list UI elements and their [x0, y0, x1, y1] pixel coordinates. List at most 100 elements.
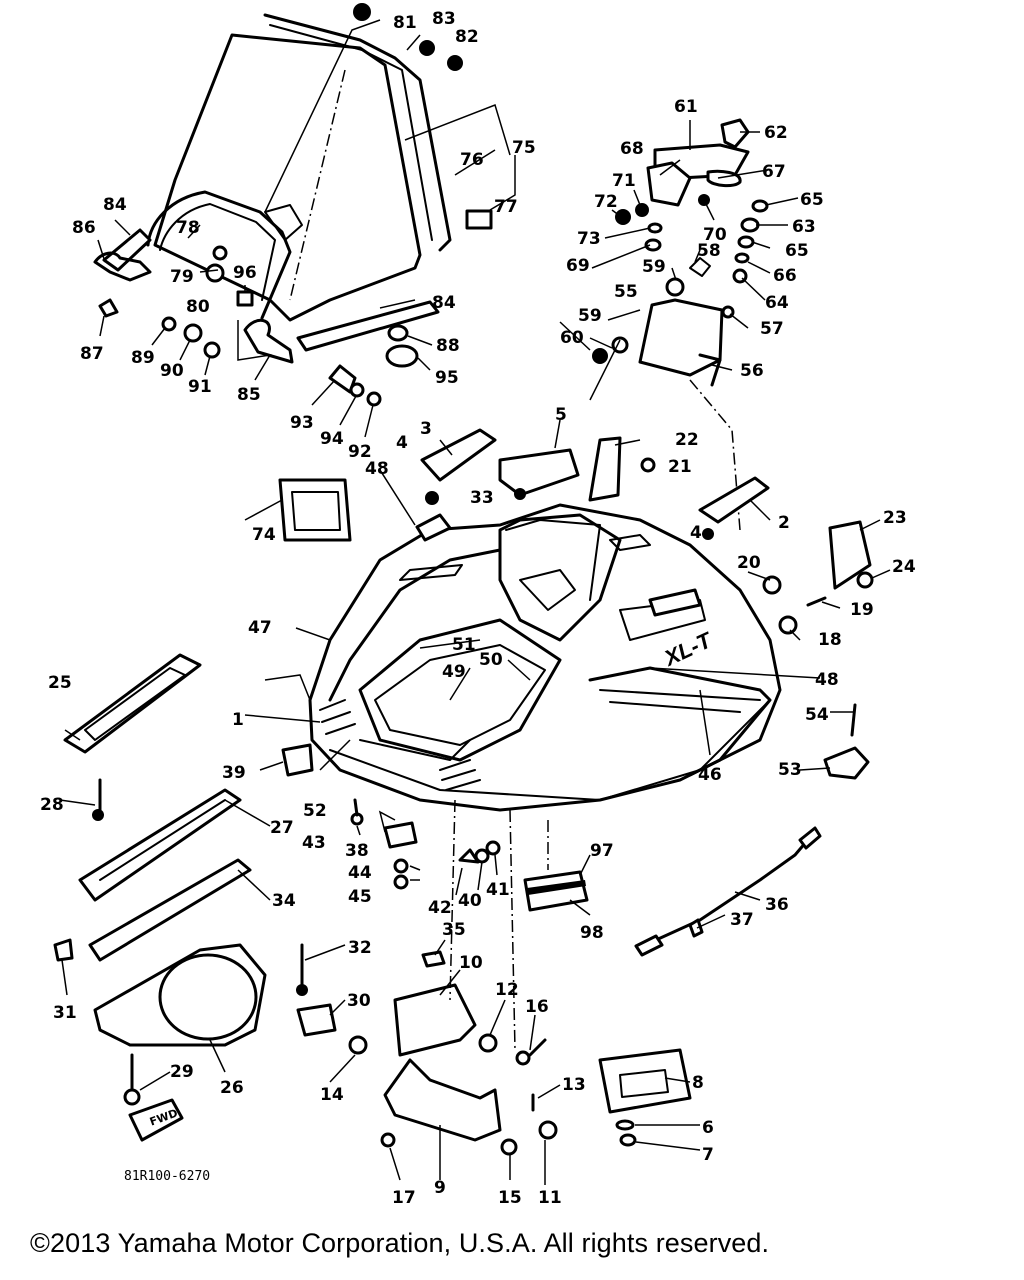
label-19: 19 — [850, 600, 874, 620]
label-36: 36 — [765, 895, 789, 915]
label-88: 88 — [436, 336, 460, 356]
label-37: 37 — [730, 910, 754, 930]
leader-lines — [59, 19, 891, 1185]
label-13: 13 — [562, 1075, 586, 1095]
label-82: 82 — [455, 27, 479, 47]
label-32: 32 — [348, 938, 372, 958]
label-66: 66 — [773, 266, 797, 286]
label-43: 43 — [302, 833, 326, 853]
label-60: 60 — [560, 328, 584, 348]
label-67: 67 — [762, 162, 786, 182]
label-57: 57 — [760, 319, 784, 339]
label-92: 92 — [348, 442, 372, 462]
label-78: 78 — [176, 218, 200, 238]
side-bracket-right — [823, 703, 870, 780]
label-42: 42 — [428, 898, 452, 918]
label-26: 26 — [220, 1078, 244, 1098]
label-29: 29 — [170, 1062, 194, 1082]
label-84a: 84 — [103, 195, 127, 215]
label-76: 76 — [460, 150, 484, 170]
label-70: 70 — [703, 225, 727, 245]
label-1: 1 — [232, 710, 244, 730]
label-77: 77 — [494, 197, 518, 217]
label-65a: 65 — [800, 190, 824, 210]
label-79: 79 — [170, 267, 194, 287]
label-33: 33 — [470, 488, 494, 508]
label-20: 20 — [737, 553, 761, 573]
label-16: 16 — [525, 997, 549, 1017]
label-30: 30 — [347, 991, 371, 1011]
label-85: 85 — [237, 385, 261, 405]
label-74: 74 — [252, 525, 276, 545]
label-39: 39 — [222, 763, 246, 783]
label-3: 3 — [420, 419, 432, 439]
label-69: 69 — [566, 256, 590, 276]
label-31: 31 — [53, 1003, 77, 1023]
label-97: 97 — [590, 841, 614, 861]
label-68: 68 — [620, 139, 644, 159]
label-12: 12 — [495, 980, 519, 1000]
label-46: 46 — [698, 765, 722, 785]
lower-cowl-brackets — [93, 3, 463, 407]
label-44: 44 — [348, 863, 372, 883]
label-48b: 48 — [815, 670, 839, 690]
label-72: 72 — [594, 192, 618, 212]
exploded-parts-diagram: XL-T F — [40, 3, 916, 1208]
label-93: 93 — [290, 413, 314, 433]
label-18: 18 — [818, 630, 842, 650]
label-63: 63 — [792, 217, 816, 237]
label-59b: 59 — [578, 306, 602, 326]
diagram-code: 81R100-6270 — [124, 1169, 210, 1184]
label-96: 96 — [233, 263, 257, 283]
label-45: 45 — [348, 887, 372, 907]
label-35: 35 — [442, 920, 466, 940]
label-7: 7 — [702, 1145, 714, 1165]
label-48a: 48 — [365, 459, 389, 479]
label-65b: 65 — [785, 241, 809, 261]
label-27: 27 — [270, 818, 294, 838]
label-17: 17 — [392, 1188, 416, 1208]
label-98: 98 — [580, 923, 604, 943]
label-91: 91 — [188, 377, 212, 397]
bottom-parts — [348, 799, 692, 1156]
label-2: 2 — [778, 513, 790, 533]
label-8: 8 — [692, 1073, 704, 1093]
label-90: 90 — [160, 361, 184, 381]
label-95: 95 — [435, 368, 459, 388]
label-75: 75 — [512, 138, 536, 158]
label-23: 23 — [883, 508, 907, 528]
label-73: 73 — [577, 229, 601, 249]
label-86: 86 — [72, 218, 96, 238]
label-15: 15 — [498, 1188, 522, 1208]
hood-body: XL-T — [308, 503, 782, 812]
label-54: 54 — [805, 705, 829, 725]
label-64: 64 — [765, 293, 789, 313]
label-58: 58 — [697, 241, 721, 261]
label-81: 81 — [393, 13, 417, 33]
label-83: 83 — [432, 9, 456, 29]
label-84b: 84 — [432, 293, 456, 313]
label-56: 56 — [740, 361, 764, 381]
label-14: 14 — [320, 1085, 344, 1105]
label-94: 94 — [320, 429, 344, 449]
label-59a: 59 — [642, 257, 666, 277]
label-61: 61 — [674, 97, 698, 117]
label-52: 52 — [303, 801, 327, 821]
label-87: 87 — [80, 344, 104, 364]
label-34: 34 — [272, 891, 296, 911]
label-41: 41 — [486, 880, 510, 900]
copyright-notice: ©2013 Yamaha Motor Corporation, U.S.A. A… — [30, 1228, 770, 1258]
label-6: 6 — [702, 1118, 714, 1138]
label-38: 38 — [345, 841, 369, 861]
label-89: 89 — [131, 348, 155, 368]
part-number-labels: 1 2 3 4 4 5 6 7 8 9 10 11 12 13 14 15 16… — [40, 9, 916, 1208]
label-24: 24 — [892, 557, 916, 577]
label-62: 62 — [764, 123, 788, 143]
lower-parts: FWD — [53, 653, 589, 1142]
label-11: 11 — [538, 1188, 562, 1208]
label-22: 22 — [675, 430, 699, 450]
label-25: 25 — [48, 673, 72, 693]
label-4a: 4 — [396, 433, 408, 453]
throttle-cable — [634, 826, 822, 957]
label-47: 47 — [248, 618, 272, 638]
